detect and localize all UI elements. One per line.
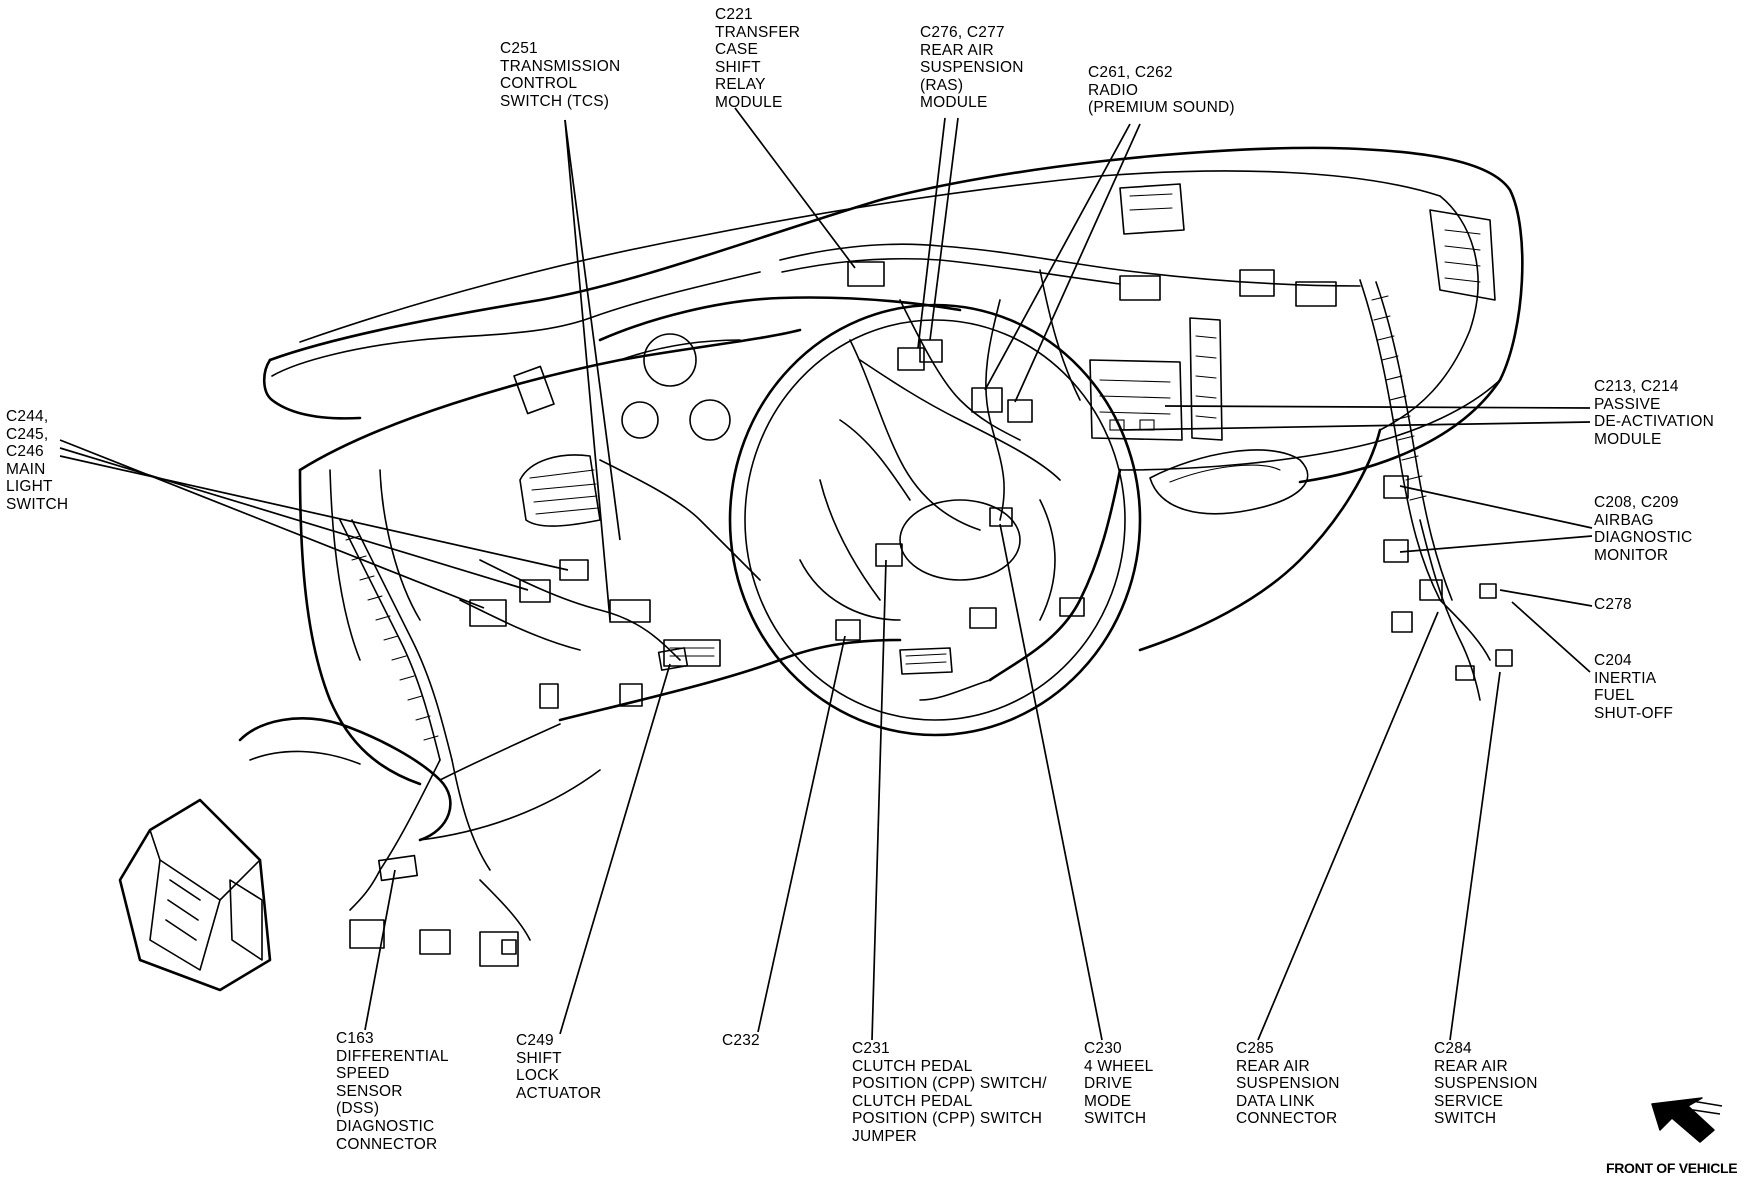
callout-c221: C221 TRANSFER CASE SHIFT RELAY MODULE bbox=[715, 6, 801, 111]
callout-c251: C251 TRANSMISSION CONTROL SWITCH (TCS) bbox=[500, 40, 621, 110]
callout-c163: C163 DIFFERENTIAL SPEED SENSOR (DSS) DIA… bbox=[336, 1030, 449, 1153]
callout-c261-c262: C261, C262 RADIO (PREMIUM SOUND) bbox=[1088, 64, 1235, 117]
callout-c208-c209: C208, C209 AIRBAG DIAGNOSTIC MONITOR bbox=[1594, 494, 1693, 564]
callout-c249: C249 SHIFT LOCK ACTUATOR bbox=[516, 1032, 602, 1102]
callout-c276-c277: C276, C277 REAR AIR SUSPENSION (RAS) MOD… bbox=[920, 24, 1024, 112]
callout-c232: C232 bbox=[722, 1032, 760, 1049]
callout-c213-c214: C213, C214 PASSIVE DE-ACTIVATION MODULE bbox=[1594, 378, 1715, 448]
arrow-icon bbox=[1651, 1097, 1723, 1143]
front-of-vehicle-label: FRONT OF VEHICLE bbox=[1606, 1160, 1738, 1176]
callout-c278: C278 bbox=[1594, 596, 1632, 613]
steering-wheel bbox=[728, 303, 1142, 737]
callout-c244-c246: C244, C245, C246 MAIN LIGHT SWITCH bbox=[6, 408, 69, 513]
leader-lines bbox=[59, 107, 1593, 1041]
wiring-harness bbox=[339, 243, 1491, 941]
callout-c230: C230 4 WHEEL DRIVE MODE SWITCH bbox=[1084, 1040, 1154, 1128]
connectors bbox=[118, 261, 1513, 992]
callout-c284: C284 REAR AIR SUSPENSION SERVICE SWITCH bbox=[1434, 1040, 1538, 1128]
callout-c231: C231 CLUTCH PEDAL POSITION (CPP) SWITCH/… bbox=[852, 1040, 1047, 1145]
callout-c204: C204 INERTIA FUEL SHUT-OFF bbox=[1594, 652, 1674, 722]
callout-c285: C285 REAR AIR SUSPENSION DATA LINK CONNE… bbox=[1236, 1040, 1340, 1128]
